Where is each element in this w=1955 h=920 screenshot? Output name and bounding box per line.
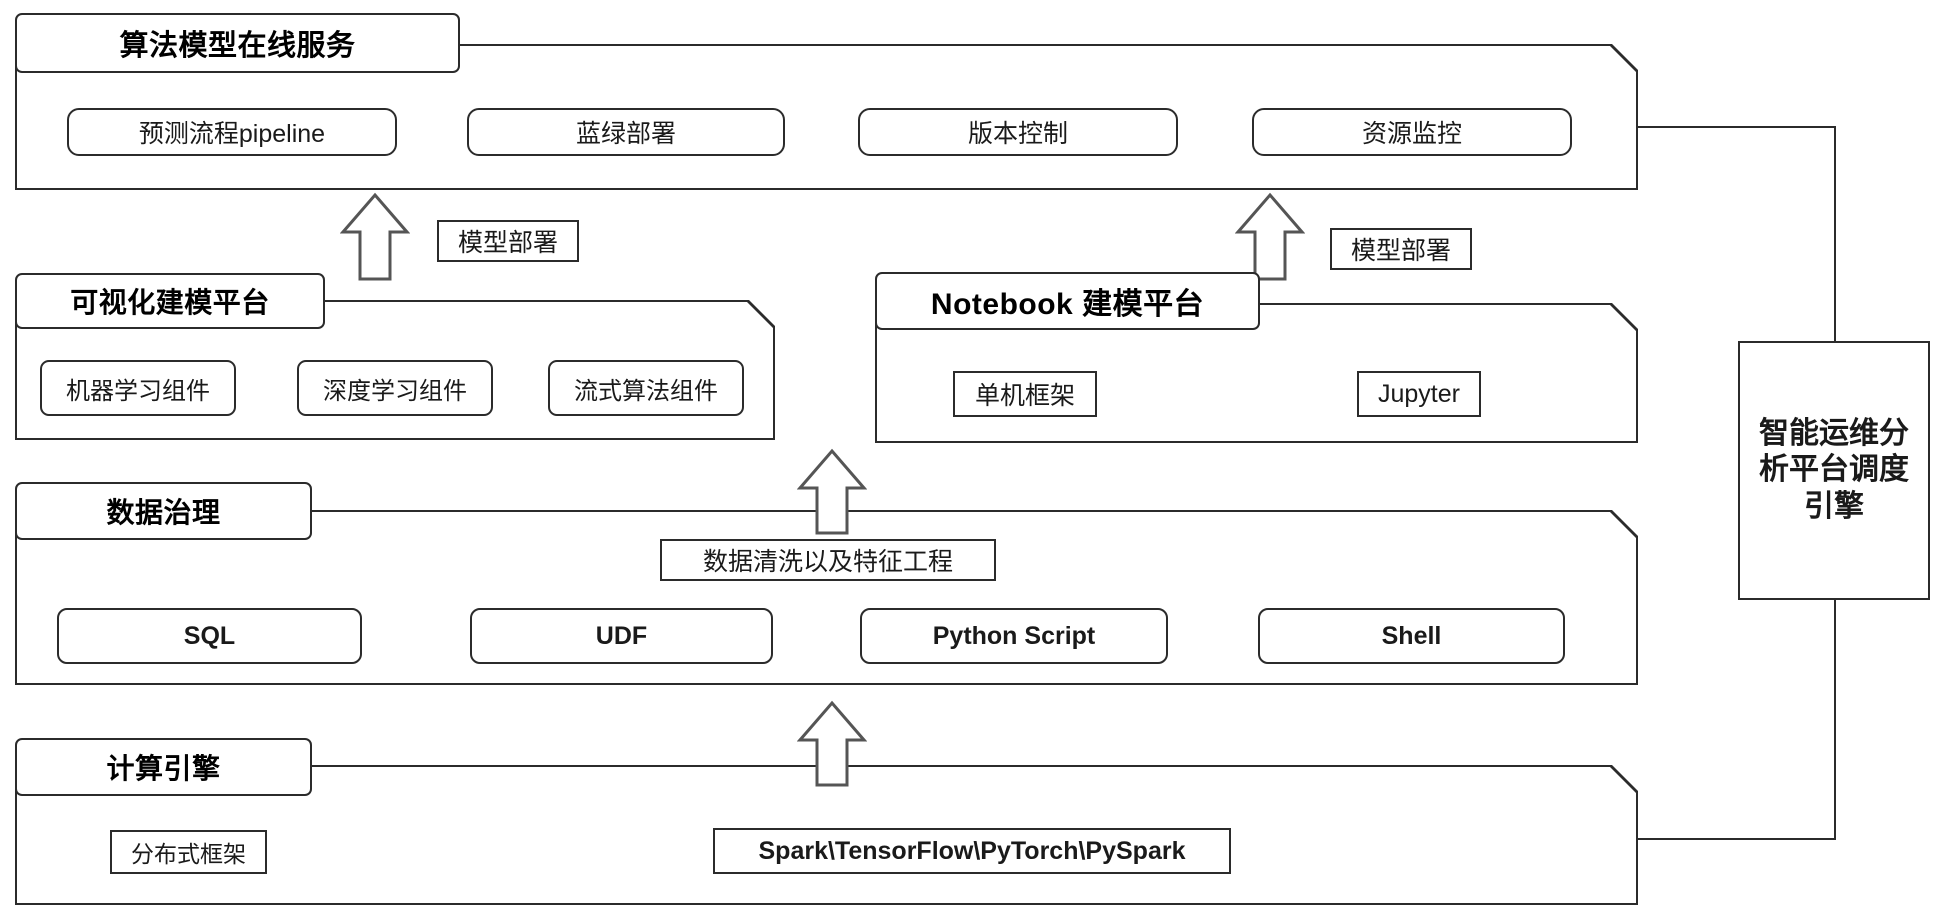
label-model-deploy-right: 模型部署 xyxy=(1330,228,1472,270)
chip-version-control[interactable]: 版本控制 xyxy=(858,108,1178,156)
chip-resource-monitor[interactable]: 资源监控 xyxy=(1252,108,1572,156)
scheduler-engine-box[interactable]: 智能运维分 析平台调度 引擎 xyxy=(1738,341,1930,600)
chip-udf[interactable]: UDF xyxy=(470,608,773,664)
chip-dl-component[interactable]: 深度学习组件 xyxy=(297,360,493,416)
chip-prediction-pipeline[interactable]: 预测流程pipeline xyxy=(67,108,397,156)
arrow-up-model-deploy-right xyxy=(1235,192,1305,282)
chip-python-script[interactable]: Python Script xyxy=(860,608,1168,664)
arrow-up-model-deploy-left xyxy=(340,192,410,282)
scheduler-engine-text: 智能运维分 析平台调度 引擎 xyxy=(1753,416,1915,526)
connector-service-to-scheduler-h xyxy=(1636,126,1836,128)
chip-standalone-framework[interactable]: 单机框架 xyxy=(953,371,1097,417)
connector-scheduler-top-v xyxy=(1834,126,1836,341)
arrow-up-compute-to-data xyxy=(797,700,867,788)
panel-title-data-governance[interactable]: 数据治理 xyxy=(15,482,312,540)
scheduler-line-1: 智能运维分 xyxy=(1759,416,1909,450)
label-data-clean-feature-eng: 数据清洗以及特征工程 xyxy=(660,539,996,581)
panel-title-visual-modeling[interactable]: 可视化建模平台 xyxy=(15,273,325,329)
panel-title-notebook-modeling[interactable]: Notebook 建模平台 xyxy=(875,272,1260,330)
chip-spark-stack[interactable]: Spark\TensorFlow\PyTorch\PySpark xyxy=(713,828,1231,874)
chip-sql[interactable]: SQL xyxy=(57,608,362,664)
chip-bluegreen-deploy[interactable]: 蓝绿部署 xyxy=(467,108,785,156)
connector-scheduler-bottom-v xyxy=(1834,600,1836,840)
scheduler-line-2: 析平台调度 xyxy=(1759,453,1909,487)
scheduler-line-3: 引擎 xyxy=(1804,489,1864,523)
connector-scheduler-to-compute-h xyxy=(1636,838,1836,840)
arrow-up-data-to-modeling xyxy=(797,448,867,536)
chip-streaming-component[interactable]: 流式算法组件 xyxy=(548,360,744,416)
chip-ml-component[interactable]: 机器学习组件 xyxy=(40,360,236,416)
chip-shell[interactable]: Shell xyxy=(1258,608,1565,664)
label-model-deploy-left: 模型部署 xyxy=(437,220,579,262)
chip-jupyter[interactable]: Jupyter xyxy=(1357,371,1481,417)
panel-title-online-service[interactable]: 算法模型在线服务 xyxy=(15,13,460,73)
panel-title-compute-engine[interactable]: 计算引擎 xyxy=(15,738,312,796)
chip-distributed-framework[interactable]: 分布式框架 xyxy=(110,830,267,874)
